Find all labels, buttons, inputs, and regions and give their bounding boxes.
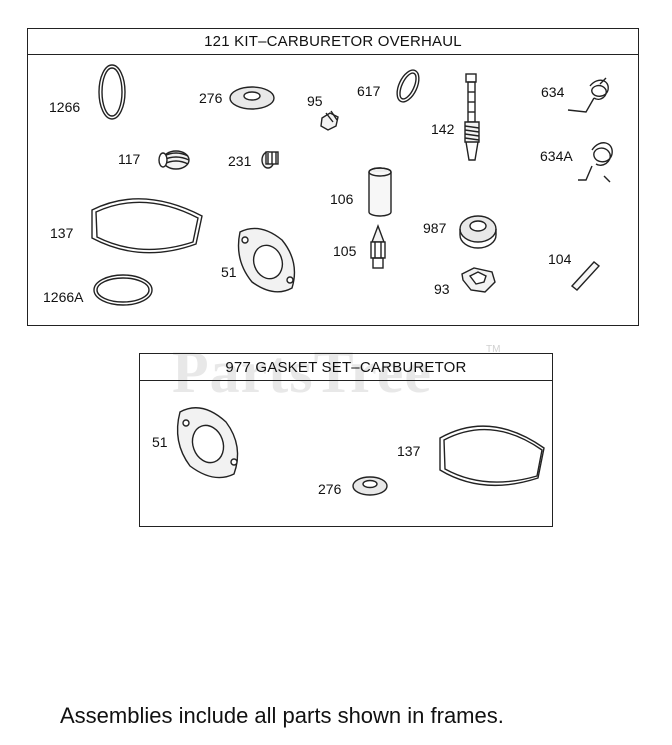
part-label-142[interactable]: 142 bbox=[431, 121, 455, 137]
part-1266-o-ring bbox=[98, 64, 126, 120]
part-617-ring bbox=[396, 69, 420, 103]
part-634-spring bbox=[567, 77, 609, 113]
gasket-part-51 bbox=[176, 407, 239, 479]
part-label-106[interactable]: 106 bbox=[330, 191, 354, 207]
part-231-screw bbox=[261, 151, 279, 169]
part-634a-spring bbox=[578, 142, 613, 183]
part-987-bushing bbox=[459, 215, 497, 249]
part-label-634[interactable]: 634 bbox=[541, 84, 565, 100]
watermark-logo: PartsTree bbox=[172, 339, 432, 405]
gasket-part-label-276[interactable]: 276 bbox=[318, 481, 342, 497]
part-95-screw bbox=[320, 110, 339, 131]
kit-frame: 121 KIT–CARBURETOR OVERHAUL bbox=[27, 28, 639, 326]
part-142-nozzle bbox=[464, 73, 480, 161]
part-label-104[interactable]: 104 bbox=[548, 251, 572, 267]
part-105-needle bbox=[370, 224, 386, 269]
kit-frame-title: 121 KIT–CARBURETOR OVERHAUL bbox=[28, 29, 638, 55]
gasket-set-frame-title: 977 GASKET SET–CARBURETOR bbox=[140, 354, 552, 381]
part-label-105[interactable]: 105 bbox=[333, 243, 357, 259]
part-label-137[interactable]: 137 bbox=[50, 225, 74, 241]
gasket-part-137 bbox=[439, 425, 545, 486]
part-104-pin bbox=[570, 261, 601, 291]
part-label-987[interactable]: 987 bbox=[423, 220, 447, 236]
part-label-1266[interactable]: 1266 bbox=[49, 99, 81, 115]
gasket-set-frame: 977 GASKET SET–CARBURETOR bbox=[139, 353, 553, 527]
gasket-part-label-51[interactable]: 51 bbox=[152, 434, 168, 450]
part-1266a-ring bbox=[93, 274, 153, 306]
part-label-117[interactable]: 117 bbox=[118, 151, 141, 167]
part-label-93[interactable]: 93 bbox=[434, 281, 450, 297]
part-label-1266a[interactable]: 1266A bbox=[43, 289, 84, 305]
watermark-trademark: TM bbox=[486, 344, 501, 355]
part-label-276[interactable]: 276 bbox=[199, 90, 223, 106]
part-137-gasket bbox=[91, 198, 203, 254]
gasket-part-label-137[interactable]: 137 bbox=[397, 443, 421, 459]
part-label-617[interactable]: 617 bbox=[357, 83, 381, 99]
part-label-634a[interactable]: 634A bbox=[540, 148, 573, 164]
part-label-51[interactable]: 51 bbox=[221, 264, 237, 280]
footnote: Assemblies include all parts shown in fr… bbox=[60, 703, 504, 728]
part-label-95[interactable]: 95 bbox=[307, 93, 323, 109]
part-93-seat bbox=[461, 267, 496, 293]
gasket-part-276 bbox=[352, 476, 388, 496]
part-label-231[interactable]: 231 bbox=[228, 153, 252, 169]
part-51-gasket bbox=[237, 227, 296, 293]
part-117-bushing bbox=[158, 150, 190, 170]
part-276-washer bbox=[229, 86, 275, 110]
part-106-cylinder bbox=[368, 167, 392, 217]
